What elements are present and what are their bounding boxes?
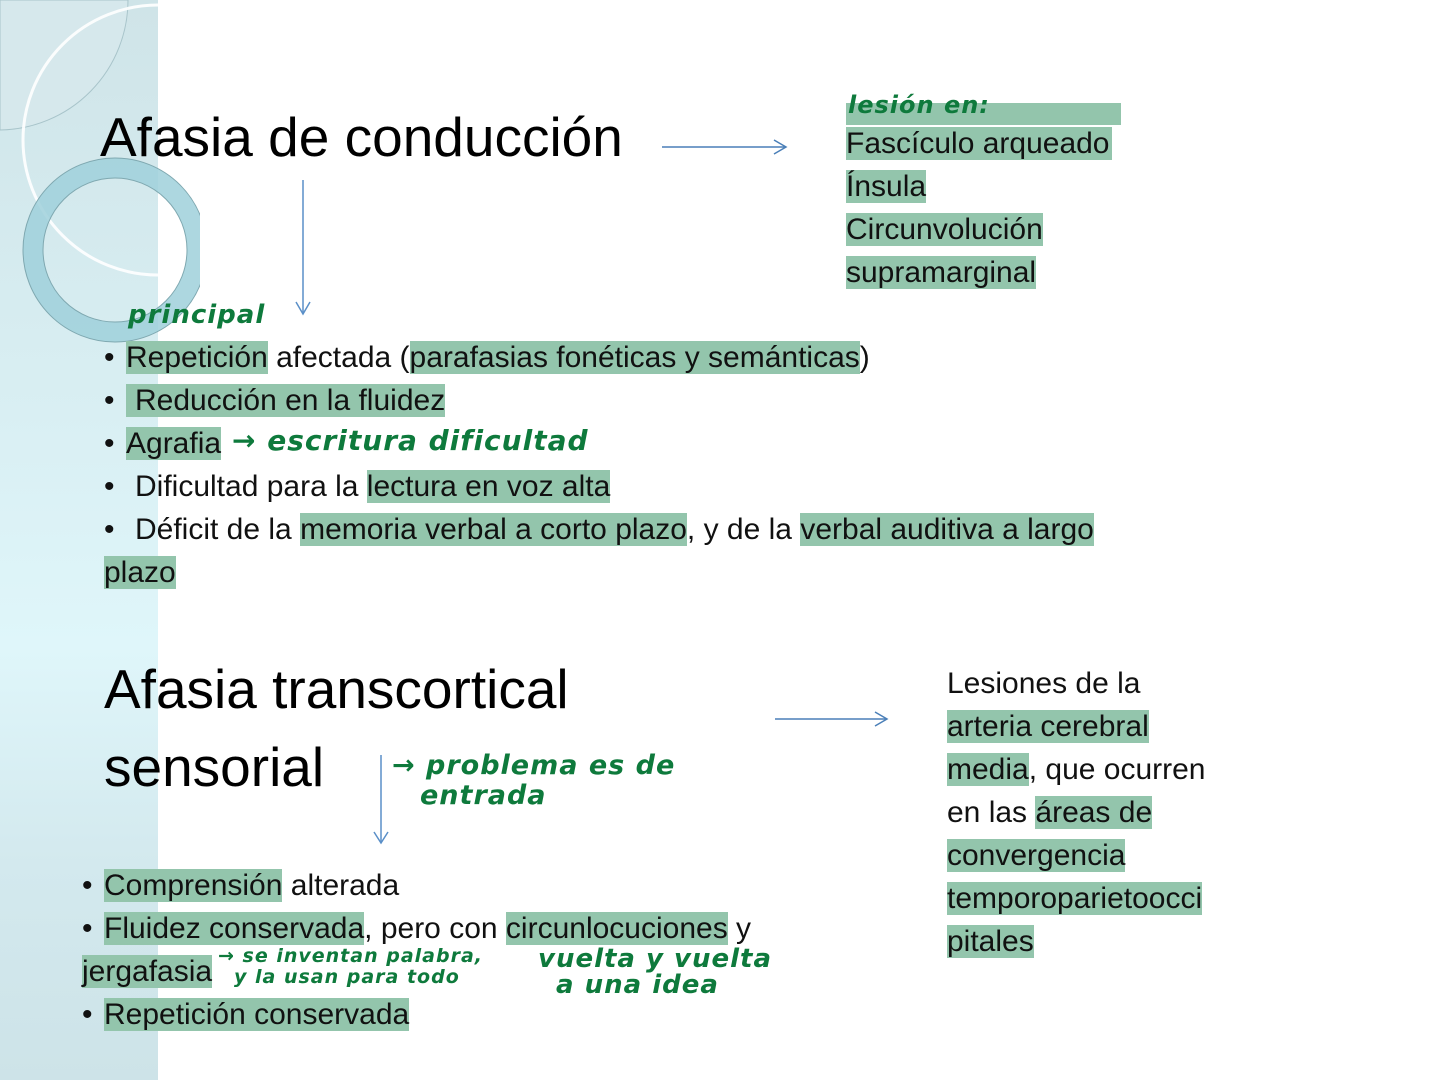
handwritten-note-circunlocuciones: a una idea <box>556 970 719 1000</box>
handwritten-note-problem: entrada <box>420 780 547 811</box>
bullet-item: •Déficit de la memoria verbal a corto pl… <box>104 508 1094 551</box>
bullet-item: •Dificultad para la lectura en voz alta <box>104 465 611 508</box>
section1-title: Afasia de conducción <box>100 106 623 168</box>
bullet-icon: • <box>104 427 115 460</box>
bullet-icon: • <box>82 869 93 902</box>
handwritten-note-problem: → problema es de <box>392 750 676 781</box>
handwritten-note-circunlocuciones: vuelta y vuelta <box>538 944 773 974</box>
lesion-item: Circunvolución <box>846 213 1043 246</box>
decorative-circles-icon <box>0 0 200 343</box>
bullet-item: •Repetición afectada (parafasias fonétic… <box>104 336 870 379</box>
arrow-right-icon <box>662 139 788 155</box>
bullet-item: •Repetición conservada <box>82 993 410 1036</box>
bullet-item: •Fluidez conservada, pero con circunlocu… <box>82 907 751 950</box>
lesion-item: supramarginal <box>846 256 1037 289</box>
bullet-icon: • <box>104 470 115 503</box>
lesion-item: Ínsula <box>846 170 927 203</box>
arrow-down-icon <box>295 180 311 316</box>
handwritten-note-agrafia: → escritura dificultad <box>232 424 589 457</box>
arrow-right-icon <box>775 711 889 727</box>
lesion-note-highlight: lesión en: <box>846 91 1121 125</box>
handwritten-note-lesion: lesión en: <box>848 91 990 119</box>
lesion-paragraph: Lesiones de la arteria cerebral media, q… <box>947 667 1206 958</box>
bullet-icon: • <box>104 341 115 374</box>
bullet-icon: • <box>82 912 93 945</box>
handwritten-note-principal: principal <box>128 300 266 330</box>
arrow-down-icon <box>373 755 389 845</box>
handwritten-note-jergafasia: y la usan para todo <box>234 966 460 988</box>
section2-title-line1: Afasia transcortical <box>104 658 569 720</box>
section2-title-line2: sensorial <box>104 736 325 798</box>
bullet-item: •Comprensión alterada <box>82 864 399 907</box>
handwritten-note-jergafasia: → se inventan palabra, <box>218 945 483 967</box>
bullet-icon: • <box>82 998 93 1031</box>
bullet-icon: • <box>104 513 115 546</box>
bullet-item-continuation: jergafasia <box>82 955 213 988</box>
bullet-item: •Agrafia <box>104 422 222 465</box>
bullet-item: •Reducción en la fluidez <box>104 379 446 422</box>
lesion-item: Fascículo arqueado <box>846 127 1112 160</box>
bullet-icon: • <box>104 384 115 417</box>
bullet-item-continuation: plazo <box>104 556 176 589</box>
lesion-list: Fascículo arqueado Ínsula Circunvolución… <box>846 122 1112 294</box>
